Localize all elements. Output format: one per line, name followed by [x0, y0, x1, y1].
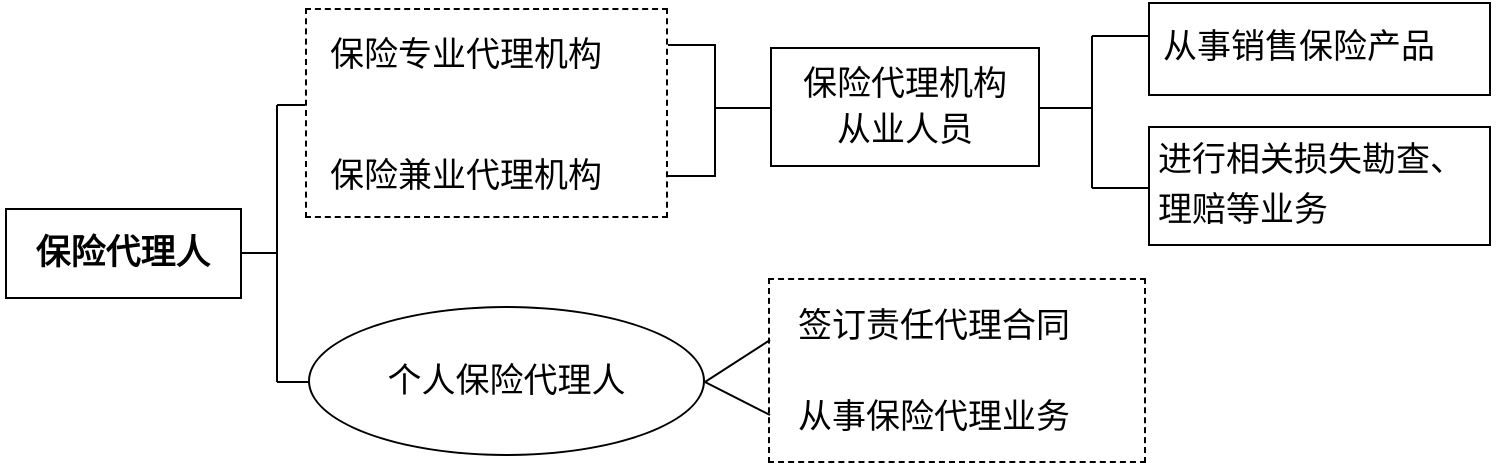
root-node-box [5, 208, 242, 299]
sales-duty-box [1148, 2, 1491, 96]
business-duty-label: 从事保险代理业务 [798, 397, 1070, 437]
agency-bracket [668, 44, 770, 177]
claims-duty-box [1148, 126, 1491, 246]
contract-duty-label: 签订责任代理合同 [798, 306, 1070, 346]
root-connector [242, 104, 310, 383]
root-node-label: 保险代理人 [35, 233, 211, 273]
part-time-agency-label: 保险兼业代理机构 [330, 156, 602, 196]
individual-fork [704, 339, 771, 416]
agency-types-group [305, 8, 668, 218]
individual-agent-label: 个人保险代理人 [387, 361, 626, 401]
individual-agent-ellipse [308, 306, 705, 456]
staff-bracket [1040, 35, 1148, 189]
individual-duties-group [768, 278, 1146, 463]
claims-duty-line2: 理赔等业务 [1158, 190, 1328, 230]
sales-duty-label: 从事销售保险产品 [1163, 27, 1435, 67]
professional-agency-label: 保险专业代理机构 [330, 35, 602, 75]
claims-duty-line1: 进行相关损失勘查、 [1158, 140, 1464, 180]
agency-staff-box [770, 47, 1040, 167]
agency-staff-line1: 保险代理机构 [803, 64, 1007, 104]
agency-staff-line2: 从业人员 [837, 110, 973, 150]
